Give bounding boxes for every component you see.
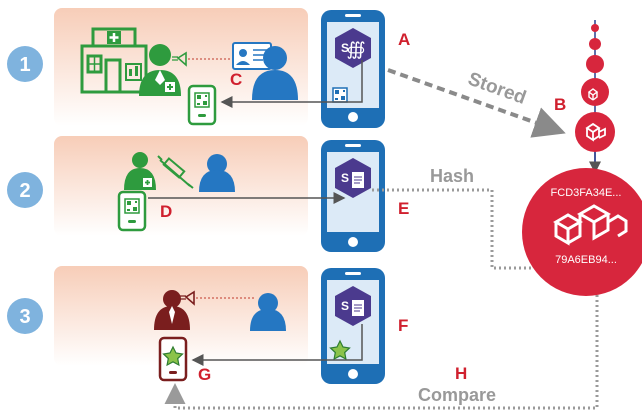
doctor-icon	[124, 152, 156, 190]
fingerprint-icon-1: ∰	[346, 39, 365, 59]
blockchain-chain: FCD3FA34E... 79A6EB94...	[522, 20, 642, 296]
label-f: F	[398, 316, 408, 335]
megaphone-icon	[172, 51, 187, 67]
svg-text:S: S	[341, 171, 349, 185]
hash-top-value: FCD3FA34E...	[551, 187, 622, 199]
chain-block-1	[591, 24, 599, 32]
step-number-3: 3	[19, 306, 30, 328]
chain-block-4	[581, 78, 609, 106]
inspector-icon	[154, 290, 190, 330]
label-g: G	[198, 365, 211, 384]
label-d: D	[160, 202, 172, 221]
svg-text:S: S	[341, 299, 349, 313]
verified-star-icon-g	[162, 345, 184, 367]
megaphone-icon-3	[180, 290, 195, 306]
hash-bottom-value: 79A6EB94...	[555, 254, 617, 266]
cube-icon-4	[587, 88, 599, 101]
label-c: C	[230, 70, 242, 89]
pharmacy-building-icon	[80, 27, 148, 94]
cube-cluster-icon	[553, 204, 628, 246]
doctor-phone-d	[117, 190, 147, 232]
step-circle-1: 1	[7, 46, 43, 82]
pharmacist-icon	[139, 44, 181, 96]
inspector-phone-g	[158, 336, 188, 382]
stored-arrow	[387, 68, 566, 138]
app-phone-1: ∰ S	[321, 10, 385, 128]
label-e: E	[398, 199, 409, 218]
label-b: B	[554, 95, 566, 114]
compare-connector	[164, 290, 599, 410]
patient-icon-1	[252, 46, 298, 100]
arrow-a-to-c	[220, 60, 363, 108]
step-circle-3: 3	[7, 298, 43, 334]
verified-star-icon-f	[329, 339, 351, 361]
cube-icon-5	[585, 122, 606, 142]
step-number-2: 2	[19, 180, 30, 202]
chain-block-main	[522, 168, 642, 296]
app-phone-2: S	[321, 140, 385, 252]
label-h: H	[455, 364, 467, 383]
syringe-icon	[157, 155, 194, 189]
compare-label: Compare	[418, 385, 496, 405]
chain-block-5	[575, 112, 615, 152]
app-hexagon-icon-1	[335, 28, 371, 68]
svg-text:S: S	[341, 41, 349, 55]
patient-icon-2	[199, 154, 235, 192]
app-phone-3: S	[321, 268, 385, 384]
hash-label: Hash	[430, 166, 474, 186]
pharmacist-phone-c	[187, 84, 217, 126]
step-number-1: 1	[19, 54, 30, 76]
step-circle-2: 2	[7, 172, 43, 208]
chain-block-3	[586, 55, 604, 73]
patient-icon-3	[250, 293, 286, 331]
arrow-f-to-g	[191, 324, 363, 366]
label-a: A	[398, 30, 410, 49]
panel-step-2	[54, 136, 308, 236]
chain-block-2	[589, 38, 601, 50]
